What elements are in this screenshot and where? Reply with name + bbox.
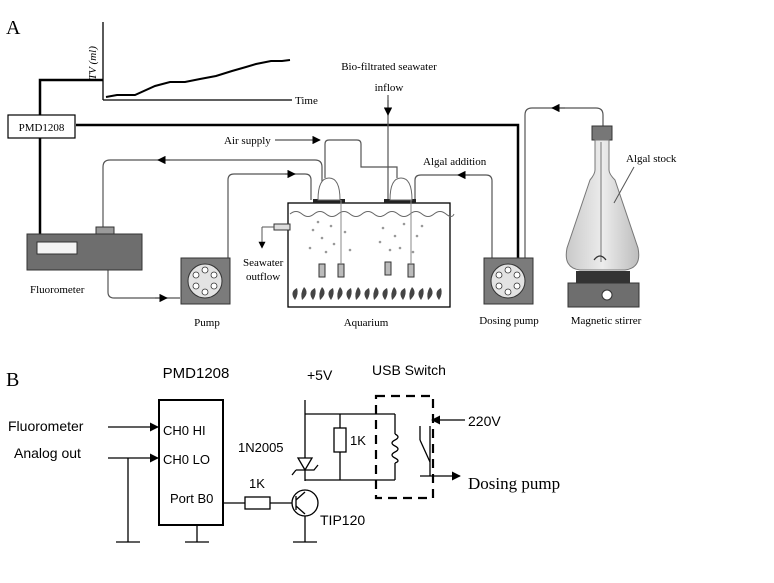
pmd1208-chip: PMD1208 CH0 HI CH0 LO Port B0 [158,365,230,526]
port-b0-label: Port B0 [170,491,213,506]
dosing-pump-label: Dosing pump [479,315,539,327]
supply-label: +5V [307,367,333,383]
transistor-symbol [291,489,319,517]
tv-axis-label: TV (ml) [87,46,99,80]
diode-label: 1N2005 [238,440,284,455]
pmd1208-chip-title: PMD1208 [163,365,230,382]
tv-graph: TV (ml) Time [87,22,318,107]
fluorometer-label: Fluorometer [30,284,85,296]
circuit-wires [224,400,396,543]
parallel-resistor-label: 1K [350,433,366,448]
panel-a-label: A [6,17,21,39]
magnetic-stirrer-device [567,271,640,308]
bio-filtrated-label-2: inflow [375,82,404,94]
analog-out-label: Analog out [14,445,81,461]
pump-device [180,257,231,305]
dosing-pump-device [483,257,534,305]
panel-b-label: B [6,369,19,391]
mains-label: 220V [468,413,501,429]
seawater-outflow-label-1: Seawater [243,257,284,269]
magnetic-stirrer-label: Magnetic stirrer [571,315,642,327]
pmd1208-box: PMD1208 [7,114,76,139]
aquarium-tank [258,177,455,308]
relay-contacts [419,426,431,476]
bio-filtrated-label-1: Bio-filtrated seawater [341,61,437,73]
fluorometer-device [26,226,143,271]
air-supply-label: Air supply [224,135,271,147]
pmd1208-label: PMD1208 [19,122,65,134]
input-wires [108,422,209,543]
algal-flask [565,125,640,271]
tv-curve [105,59,291,98]
dosing-pump-output-label: Dosing pump [468,474,560,493]
relay-coil [391,433,399,464]
tubing-arrows [155,100,565,303]
seawater-outflow-label-2: outflow [246,271,280,283]
ch0-lo-label: CH0 LO [163,452,210,467]
usb-switch-box [374,394,435,500]
base-resistor [244,496,271,510]
base-resistor-label: 1K [249,476,265,491]
transistor-label: TIP120 [320,512,365,528]
algal-stock-label: Algal stock [626,153,677,165]
aquarium-label: Aquarium [344,317,389,329]
fluorometer-input-label: Fluorometer [8,418,84,434]
diode-symbol [291,457,319,476]
parallel-resistor [333,427,347,453]
pump-label: Pump [194,317,220,329]
usb-switch-label: USB Switch [372,362,446,378]
time-axis-label: Time [295,95,318,107]
ch0-hi-label: CH0 HI [163,423,206,438]
algal-addition-label: Algal addition [423,156,487,168]
signal-cables [38,78,520,262]
